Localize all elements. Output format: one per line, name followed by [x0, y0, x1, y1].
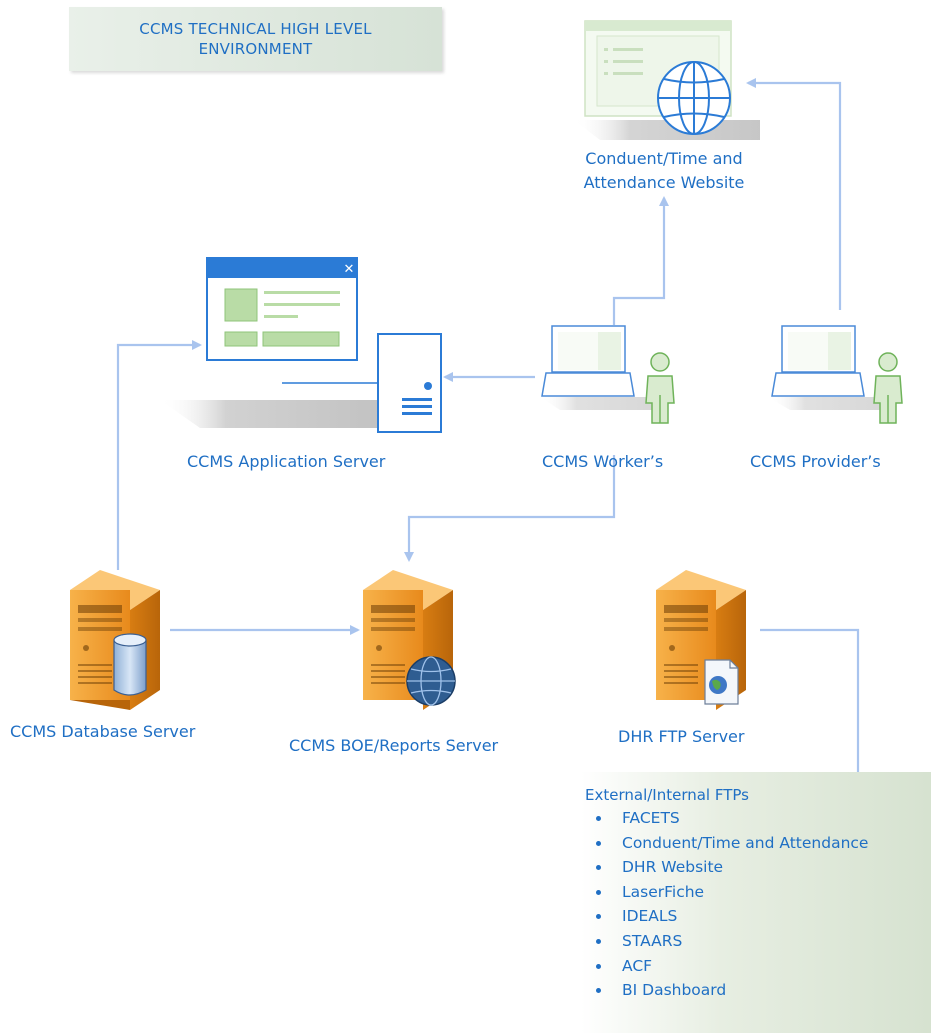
- ftp-list-item: Conduent/Time and Attendance: [585, 831, 931, 856]
- ftp-box-title: External/Internal FTPs: [585, 786, 749, 804]
- ftp-list-item: FACETS: [585, 806, 931, 831]
- ftp-list-item: LaserFiche: [585, 880, 931, 905]
- ftp-server-label: DHR FTP Server: [618, 727, 745, 746]
- connector-provider-to-website: [746, 78, 842, 310]
- title-line-1: CCMS TECHNICAL HIGH LEVEL: [139, 20, 372, 38]
- ftp-destinations-box: External/Internal FTPs FACETS Conduent/T…: [581, 772, 931, 1033]
- laptop-icon: [540, 325, 660, 410]
- website-label-line-1: Conduent/Time and: [585, 149, 743, 168]
- provider-laptop-icon: [768, 325, 890, 410]
- ftp-list-item: DHR Website: [585, 855, 931, 880]
- boe-server-label: CCMS BOE/Reports Server: [289, 736, 499, 755]
- app-window-icon: ✕: [160, 257, 380, 428]
- providers-label: CCMS Provider’s: [750, 452, 881, 471]
- app-server-label: CCMS Application Server: [187, 452, 386, 471]
- ftp-list-item: STAARS: [585, 929, 931, 954]
- title-line-2: ENVIRONMENT: [198, 40, 313, 58]
- server-box-icon: [377, 333, 442, 433]
- browser-globe-icon: [574, 20, 760, 140]
- svg-text:✕: ✕: [344, 262, 355, 277]
- database-icon: [113, 633, 147, 696]
- user-icon: [645, 352, 675, 424]
- connector-worker-to-boe: [404, 455, 616, 562]
- ftp-list-item: ACF: [585, 954, 931, 979]
- ftp-list-item: BI Dashboard: [585, 978, 931, 1003]
- globe-icon: [406, 656, 456, 706]
- connector-db-to-appwindow: [116, 340, 202, 570]
- db-server-label: CCMS Database Server: [10, 722, 196, 741]
- workers-label: CCMS Worker’s: [542, 452, 664, 471]
- diagram-title: CCMS TECHNICAL HIGH LEVEL ENVIRONMENT: [69, 7, 442, 71]
- provider-user-icon: [873, 352, 903, 424]
- ftp-list: FACETS Conduent/Time and Attendance DHR …: [585, 806, 931, 1003]
- website-label: Conduent/Time and Attendance Website: [584, 147, 745, 195]
- document-globe-icon: [704, 659, 739, 705]
- connectors: [116, 78, 863, 799]
- connector-worker-to-website: [612, 196, 669, 325]
- website-label-line-2: Attendance Website: [583, 173, 745, 192]
- connector-ftp-to-list: [760, 628, 863, 799]
- ftp-list-item: IDEALS: [585, 904, 931, 929]
